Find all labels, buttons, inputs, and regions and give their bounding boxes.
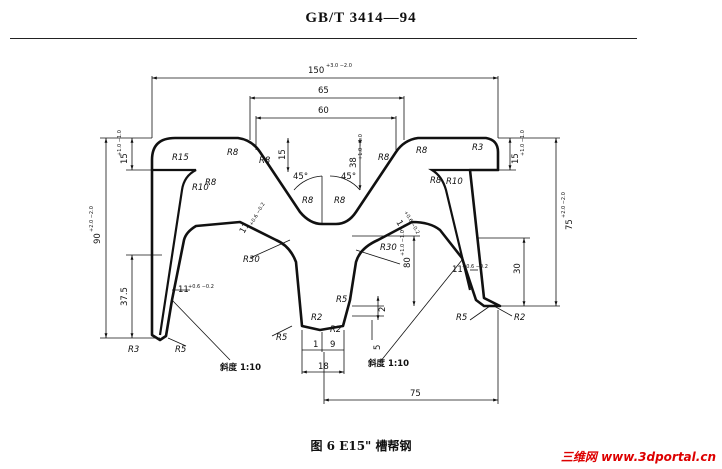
dim-90: 90 [93,233,103,244]
radius-r5-a: R5 [175,345,186,355]
radius-r30-a: R30 [243,255,260,265]
dim-90-tol: +2.0 −2.0 [89,206,95,232]
radius-r8-b: R8 [259,156,271,166]
dim-web-11-c: 11 [178,285,189,295]
radius-r8-d: R8 [416,146,428,156]
dim-web-11-a-tol: +0.6 −0.2 [249,202,267,227]
angle-right: 45° [341,172,356,182]
inner-flange-line-right [428,168,472,291]
dim-75-tol: +2.0 −2.0 [561,192,567,218]
dim-150: 150 [308,66,324,76]
dim-15-right: 15 [511,153,521,164]
dim-75: 75 [565,219,575,230]
radius-r2-b: R2 [330,325,341,335]
dim-30: 30 [513,263,523,274]
radius-r8-a: R8 [227,148,239,158]
radius-r2-a: R2 [311,313,322,323]
header-title: GB/T 3414—94 [305,10,417,26]
figure-caption: 图 6 E15" 槽帮钢 [310,439,412,453]
dim-web-11-a: 11 [238,221,252,235]
radius-r5-c: R5 [336,295,347,305]
watermark: 三维网 www.3dportal.cn [560,450,716,464]
radius-r8-h: R8 [334,196,346,206]
slope-note-left: 斜度 1:10 [219,362,261,373]
dim-1: 1 [313,340,318,350]
radius-r3-right: R3 [472,143,483,153]
dim-web-11-d: 11 [452,265,463,275]
dim-65: 65 [318,86,329,96]
dim-center-38-tol: +1.0 −1.0 [358,134,364,160]
radius-r8-g: R8 [302,196,314,206]
radius-r10-b: R10 [446,177,463,187]
radius-r15: R15 [172,153,189,163]
radius-r8-c: R8 [378,153,390,163]
dim-9: 9 [330,340,335,350]
dim-18: 18 [318,362,329,372]
dim-80-tol: +1.0 −1.0 [400,230,406,256]
radius-r30-b: R30 [380,243,397,253]
dim-80: 80 [403,257,413,268]
dim-web-11-c-tol: +0.6 −0.2 [188,284,214,290]
radius-r5-b: R5 [276,333,287,343]
radius-r3-left: R3 [128,345,139,355]
dim-37-5: 37.5 [120,287,130,306]
section-outline [150,136,502,342]
dim-5: 5 [373,345,383,350]
dim-web-11-d-tol: +0.6 −0.2 [462,264,488,270]
dim-150-tol: +3.0 −2.0 [326,63,352,69]
dim-center-38: 38 [349,157,359,168]
dim-15-right-tol: +1.0 −1.0 [520,130,526,156]
dim-2: 2 [378,307,388,312]
dim-60: 60 [318,106,329,116]
angle-left: 45° [293,172,308,182]
inner-flange-line [152,168,197,336]
dim-75-bottom: 75 [410,389,421,399]
header-rule [10,38,637,39]
radius-r8-e: R8 [205,178,217,188]
radius-r2-c: R2 [514,313,525,323]
dim-center-15: 15 [278,149,288,160]
slope-note-right: 斜度 1:10 [367,358,409,369]
radius-r10-a: R10 [192,183,209,193]
dim-15-left-tol: +1.0 −1.0 [117,130,123,156]
dim-15-left: 15 [120,153,130,164]
dim-web-11-b: 11 [393,219,407,233]
radius-r5-d: R5 [456,313,467,323]
radius-r8-f: R8 [430,176,442,186]
